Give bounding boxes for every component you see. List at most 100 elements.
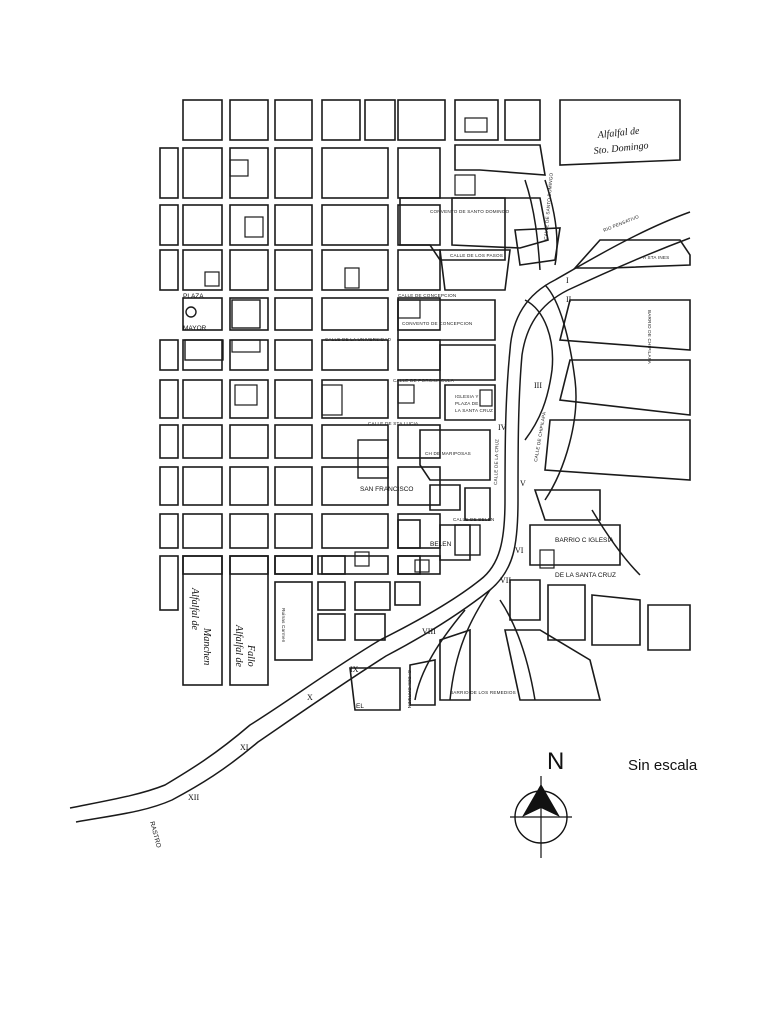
city-block: [229, 297, 269, 331]
convento-concepcion-label: CONVENTO DE CONCEPCION: [402, 321, 472, 326]
city-block: [321, 99, 361, 141]
city-block: [274, 581, 313, 661]
calle-sto-domingo-label: CALLE DE SANTO DOMINGO: [543, 172, 554, 240]
city-block: [354, 581, 391, 611]
rastro-label: RASTRO: [148, 821, 162, 849]
city-block: [159, 424, 179, 459]
city-blocks: [159, 99, 541, 686]
city-block: [159, 147, 179, 199]
city-block: [159, 339, 179, 371]
city-block: [397, 99, 446, 141]
city-block: [321, 339, 389, 371]
city-block: [274, 204, 313, 246]
city-block: [229, 99, 269, 141]
barrio-iglesia-label: BARRIO C IGLESIA: [555, 537, 614, 544]
alfalfal-fallo-label-1: Alfalfal de: [233, 624, 244, 668]
belen-label: BELEN: [430, 541, 452, 548]
city-block: [364, 99, 396, 141]
scale-note: Sin escala: [628, 757, 698, 774]
city-block: [317, 555, 346, 575]
city-block: [397, 249, 441, 291]
city-block: [397, 555, 421, 575]
city-block: [274, 424, 313, 459]
iglesia-plaza-label-3: LA SANTA CRUZ: [455, 408, 493, 413]
city-block: [397, 555, 441, 575]
calle-los-pasos-label: CALLE DE LOS PASOS: [450, 253, 503, 258]
irregular-blocks: [349, 99, 691, 711]
a-sta-ines-label: A STA INES: [643, 255, 669, 260]
city-block: [397, 147, 441, 199]
rio-pensativo-label: RIO PENSATIVO: [603, 214, 640, 233]
city-block: [182, 513, 223, 549]
ch-mariposas-label: CH DE MARIPOSAS: [425, 451, 471, 456]
city-block: [274, 555, 313, 575]
city-block: [321, 249, 389, 291]
crossing-label: III: [534, 381, 542, 390]
city-block: [321, 424, 389, 459]
city-block: [229, 204, 269, 246]
river-pensativo: [69, 179, 691, 823]
city-block: [229, 147, 269, 199]
city-block: [229, 555, 269, 686]
city-block: [274, 249, 313, 291]
city-block: [229, 249, 269, 291]
city-block: [182, 466, 223, 506]
crossing-label: VI: [515, 546, 524, 555]
city-block: [454, 99, 499, 141]
crossing-label: X: [307, 693, 313, 702]
calle-sta-lucia-label: CALLE DE STA LUCIA: [368, 421, 419, 426]
city-block: [182, 555, 223, 686]
church-symbols: [184, 117, 555, 573]
city-block: [274, 297, 313, 331]
city-block: [397, 466, 441, 506]
alfalfal-sto-domingo-label-1: Alfalfal de: [596, 126, 640, 141]
city-block: [321, 147, 389, 199]
crossing-label: VII: [500, 576, 511, 585]
iglesia-plaza-label-1: IGLESIA Y: [455, 394, 479, 399]
calle-la-cruz-label: CALLE DE LA CRUZ: [493, 439, 500, 485]
city-block: [274, 99, 313, 141]
city-block: [274, 555, 313, 575]
city-block: [274, 513, 313, 549]
city-block: [397, 424, 441, 459]
city-block: [354, 613, 386, 641]
north-arrow: [510, 776, 572, 858]
el-label: EL: [356, 703, 364, 710]
city-block: [159, 513, 179, 549]
city-block: [321, 379, 389, 419]
city-block: [504, 99, 541, 141]
city-block: [397, 339, 441, 371]
barrio-remedios-label: BARRIO DE LOS REMEDIOS: [450, 690, 516, 695]
city-block: [321, 513, 389, 549]
city-block: [321, 297, 389, 331]
city-block: [274, 147, 313, 199]
city-block: [274, 466, 313, 506]
city-block: [317, 613, 346, 641]
city-block: [229, 339, 269, 371]
crossing-label: IX: [350, 665, 359, 674]
crossing-label: I: [566, 276, 569, 285]
convento-santo-domingo-label: CONVENTO DE SANTO DOMINGO: [430, 209, 510, 214]
san-francisco-label: SAN FRANCISCO: [360, 486, 413, 493]
city-block: [229, 424, 269, 459]
iglesia-plaza-label-2: PLAZA DE: [455, 401, 479, 406]
city-block: [229, 555, 269, 575]
city-block: [159, 555, 179, 611]
city-block: [274, 379, 313, 419]
city-block: [159, 204, 179, 246]
mayor-label: MAYOR: [183, 325, 207, 332]
crossing-label: IV: [498, 423, 507, 432]
bridge-markers: I II III IV V VI VII VIII IX X XI XII: [188, 276, 572, 802]
barrio-chipilapa-label: BARRIO DE CHIPILAPA: [647, 310, 652, 365]
city-block: [182, 424, 223, 459]
city-block: [321, 466, 389, 506]
calle-belen-label: CALLE DE BELEN: [453, 517, 494, 522]
city-block: [397, 519, 421, 549]
calle-del-carmen-label: C. DEL CARMEN: [407, 670, 412, 708]
city-block: [182, 249, 223, 291]
plaza-label: PLAZA: [183, 293, 204, 300]
ruinas-carmen-label: Ruinas Carmen: [281, 608, 286, 643]
calle-concepcion-label: CALLE DE CONCEPCION: [398, 293, 456, 298]
city-block: [159, 249, 179, 291]
